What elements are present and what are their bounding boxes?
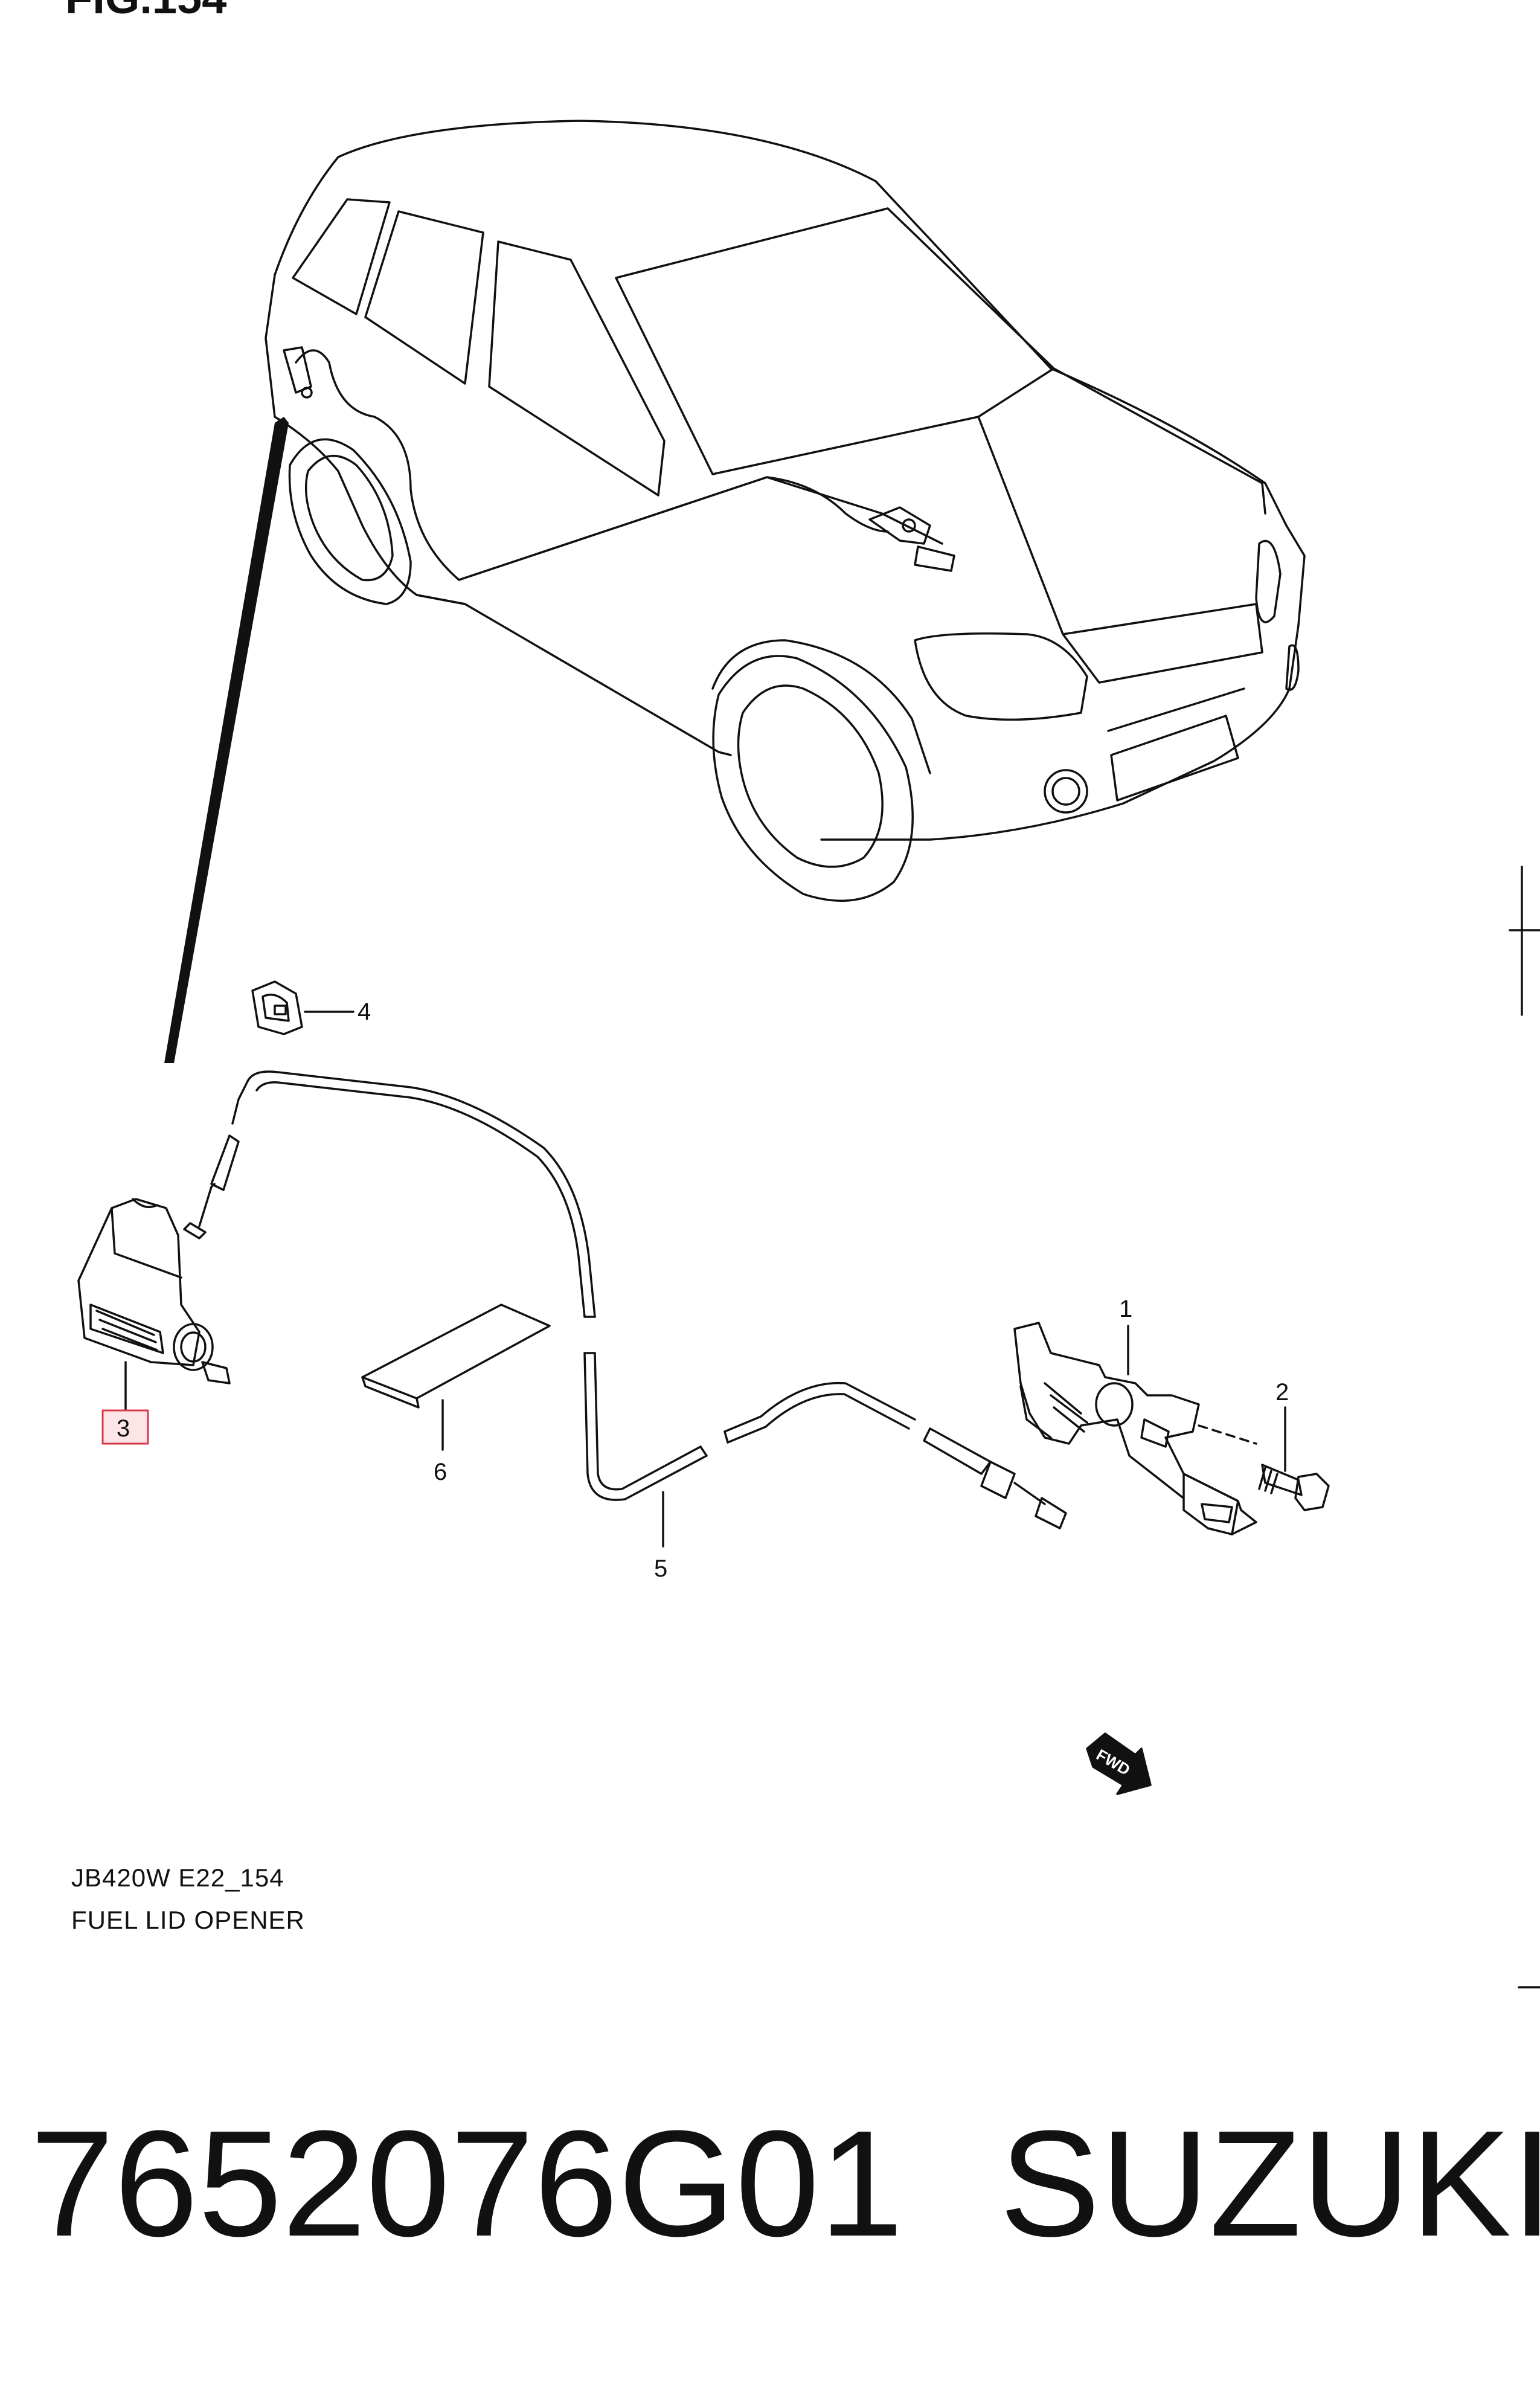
location-pointer [164, 417, 289, 1063]
figure-model-code: JB420W E22_154 [71, 1863, 284, 1892]
figure-group-name: FUEL LID OPENER [71, 1906, 305, 1934]
callout-5: 5 [654, 1555, 667, 1582]
part-fuel-lid-opener-3: 3 [77, 1080, 249, 1445]
edge-marks [1509, 866, 1540, 1989]
callout-6: 6 [434, 1459, 447, 1485]
callout-3: 3 [117, 1415, 130, 1442]
part-opener-cable-5: 5 [246, 1070, 1067, 1582]
brand-name: SUZUKI [999, 2099, 1540, 2268]
part-number: 7652076G01 [30, 2099, 903, 2268]
vehicle-outline [265, 120, 1306, 902]
callout-1: 1 [1119, 1296, 1132, 1322]
callout-4: 4 [358, 998, 371, 1025]
part-clip-4: 4 [251, 980, 371, 1035]
part-pad-6: 6 [361, 1304, 551, 1485]
forward-direction-arrow: FWD [1086, 1732, 1152, 1795]
part-bolt-2: 2 [1198, 1379, 1330, 1511]
callout-2: 2 [1275, 1379, 1289, 1406]
highlight-box-3 [101, 1409, 149, 1445]
part-lever-assembly-1: 1 [1013, 1296, 1257, 1535]
exploded-parts-diagram: 4 3 5 6 [77, 120, 1540, 1989]
figure-title: FIG.154 [65, 0, 226, 24]
